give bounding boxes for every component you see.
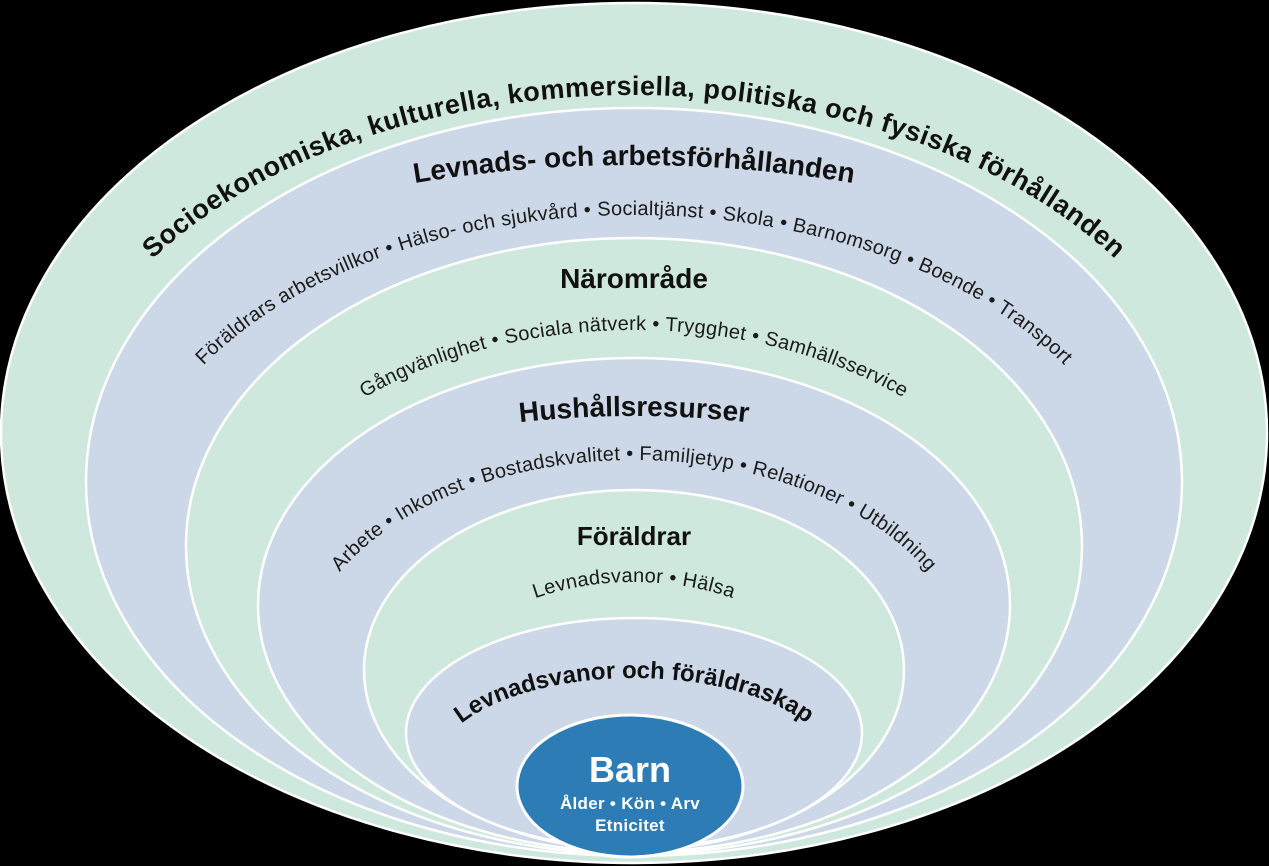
barn-items-line2: Etnicitet bbox=[595, 816, 665, 835]
parents-heading: Föräldrar bbox=[577, 521, 691, 551]
neighbourhood-heading: Närområde bbox=[560, 263, 708, 294]
barn-title: Barn bbox=[589, 749, 671, 790]
barn-oval bbox=[515, 713, 745, 859]
barn-items: Ålder • Kön • Arv bbox=[560, 794, 700, 813]
